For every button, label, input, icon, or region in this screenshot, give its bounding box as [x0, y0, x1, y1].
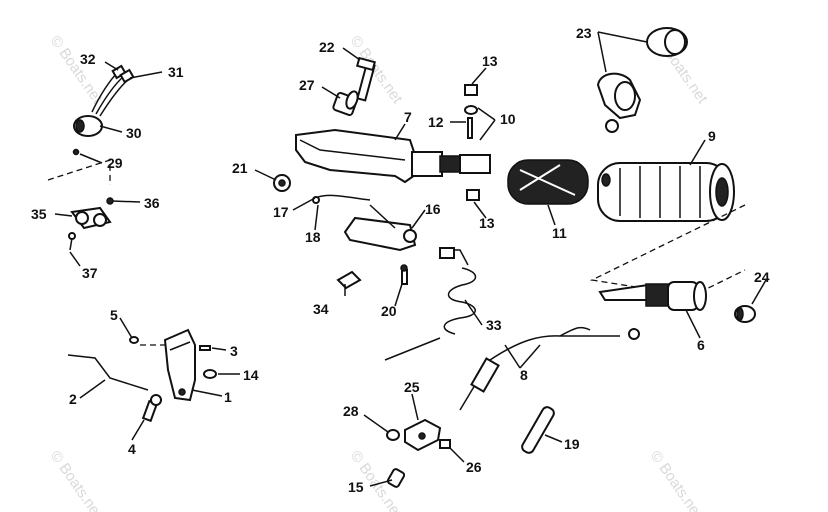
- clip-15: [386, 468, 406, 488]
- callout-13b: 13: [479, 215, 495, 231]
- hardware-10-13: [464, 84, 480, 201]
- callout-16: 16: [425, 201, 441, 217]
- callout-7: 7: [404, 109, 412, 125]
- callout-27: 27: [299, 77, 315, 93]
- leader-lines: [54, 31, 767, 487]
- screw-20: [400, 264, 408, 285]
- callout-22: 22: [319, 39, 335, 55]
- callout-6: 6: [697, 337, 705, 353]
- link-rod-2: [67, 344, 165, 391]
- connector-bracket: [68, 197, 114, 251]
- callout-36: 36: [144, 195, 160, 211]
- callout-37: 37: [82, 265, 98, 281]
- friction-ring-23: [596, 27, 688, 133]
- callout-19: 19: [564, 436, 580, 452]
- callout-8: 8: [520, 367, 528, 383]
- callout-30: 30: [126, 125, 142, 141]
- callout-18: 18: [305, 229, 321, 245]
- callout-29: 29: [107, 155, 123, 171]
- bolt-22: [356, 56, 376, 102]
- small-parts-3-5-14: [129, 336, 217, 379]
- bracket-25: [404, 418, 442, 452]
- grip-9: [597, 162, 735, 222]
- watermark-top-left: © Boats.net: [47, 33, 106, 108]
- clip-34: [336, 270, 362, 290]
- callout-34: 34: [313, 301, 329, 317]
- callout-labels: 32 31 30 29 35 36 37 22 27 7 13 12 10 21…: [31, 25, 770, 495]
- tiller-arm-7: [295, 128, 491, 184]
- callout-35: 35: [31, 206, 47, 222]
- coiled-cord-33: [384, 247, 477, 361]
- grip-sleeve-11: [507, 159, 589, 205]
- callout-3: 3: [230, 343, 238, 359]
- watermark-bottom-left: © Boats.net: [47, 448, 106, 512]
- callout-13a: 13: [482, 53, 498, 69]
- bracket-16: [343, 204, 417, 252]
- screw-26: [439, 439, 451, 449]
- callout-20: 20: [381, 303, 397, 319]
- callout-31: 31: [168, 64, 184, 80]
- callout-33: 33: [486, 317, 502, 333]
- washer-28: [386, 429, 400, 441]
- callout-17: 17: [273, 204, 289, 220]
- callout-9: 9: [708, 128, 716, 144]
- svg-text:© Boats.net: © Boats.net: [647, 448, 706, 512]
- throttle-shaft-6: [598, 281, 707, 311]
- throttle-cable-8: [459, 326, 640, 411]
- callout-21: 21: [232, 160, 248, 176]
- bushing-27: [332, 90, 359, 117]
- callout-28: 28: [343, 403, 359, 419]
- pin-4: [141, 394, 162, 423]
- cap-24: [734, 305, 756, 323]
- nut-21: [273, 174, 291, 192]
- callout-24: 24: [754, 269, 770, 285]
- svg-text:© Boats.net: © Boats.net: [47, 448, 106, 512]
- callout-4: 4: [128, 441, 136, 457]
- callout-10: 10: [500, 111, 516, 127]
- callout-32: 32: [80, 51, 96, 67]
- rod-19: [521, 406, 555, 454]
- watermark-bottom-right: © Boats.net: [647, 448, 706, 512]
- svg-text:© Boats.net: © Boats.net: [47, 33, 106, 108]
- handle-1: [163, 328, 196, 402]
- callout-25: 25: [404, 379, 420, 395]
- callout-1: 1: [224, 389, 232, 405]
- callout-12: 12: [428, 114, 444, 130]
- callout-14: 14: [243, 367, 259, 383]
- callout-26: 26: [466, 459, 482, 475]
- callout-15: 15: [348, 479, 364, 495]
- callout-2: 2: [69, 391, 77, 407]
- wire-17-18: [312, 194, 371, 204]
- callout-11: 11: [552, 225, 567, 241]
- callout-23: 23: [576, 25, 592, 41]
- callout-5: 5: [110, 307, 118, 323]
